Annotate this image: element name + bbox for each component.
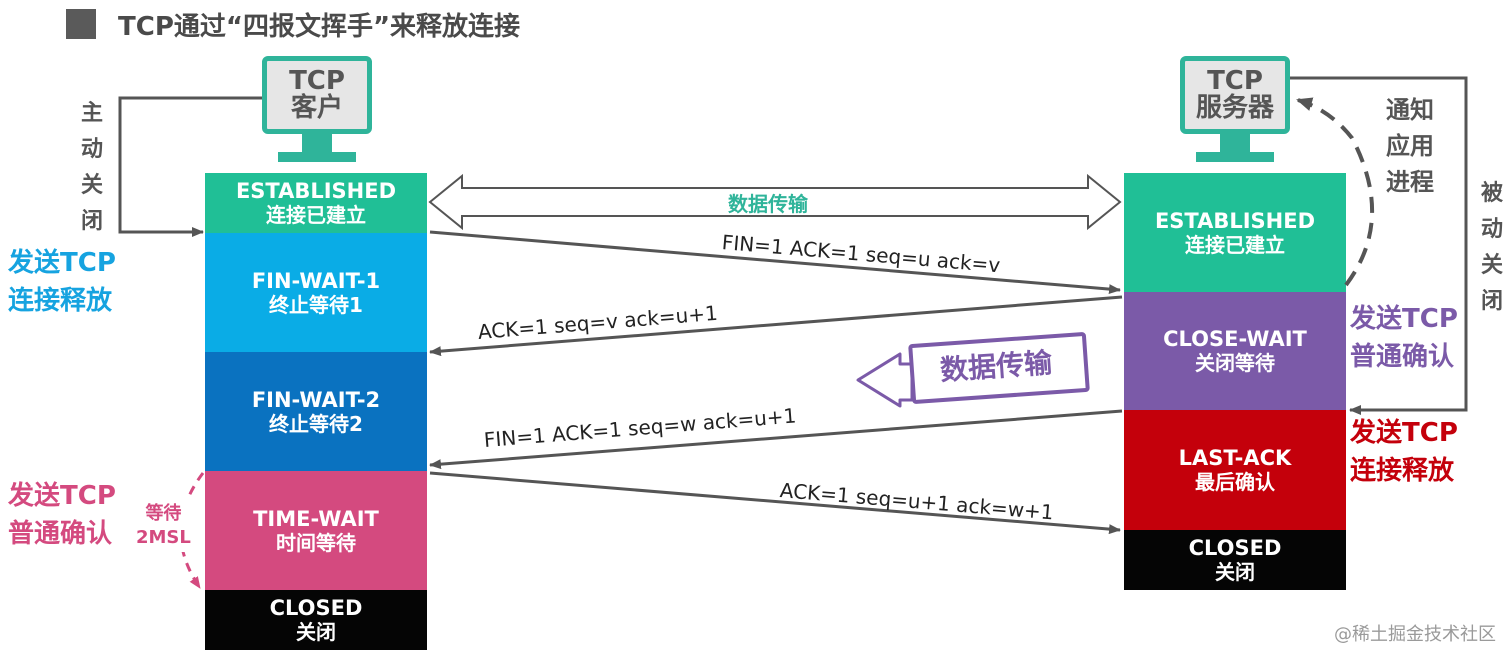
server-label-line1: TCP bbox=[1207, 66, 1263, 96]
data-transfer-label: 数据传输 bbox=[728, 192, 808, 216]
wait-2msl-line1: 等待 bbox=[145, 503, 182, 524]
server-state-close-wait-zh: 关闭等待 bbox=[1195, 351, 1275, 375]
active-close-label: 主动关闭 bbox=[80, 101, 103, 234]
server-send-fin-line2: 连接释放 bbox=[1350, 456, 1455, 486]
client-state-fin-wait-1: FIN-WAIT-1 终止等待1 bbox=[205, 233, 427, 352]
wait-2msl-line2: 2MSL bbox=[136, 527, 191, 548]
title-text: TCP通过“四报文挥手”来释放连接 bbox=[118, 11, 521, 42]
client-state-established-zh: 连接已建立 bbox=[266, 203, 366, 227]
server-send-ack-label: 发送TCP 普通确认 bbox=[1350, 300, 1458, 376]
server-send-ack-line2: 普通确认 bbox=[1350, 342, 1455, 372]
notify-app-line3: 进程 bbox=[1386, 168, 1434, 196]
data-transfer-box-label: 数据传输 bbox=[939, 346, 1054, 387]
client-state-fin-wait-1-en: FIN-WAIT-1 bbox=[251, 268, 381, 293]
message-label-fin1: FIN=1 ACK=1 seq=u ack=v bbox=[720, 230, 1002, 278]
client-monitor: TCP 客户 bbox=[262, 56, 372, 134]
server-state-last-ack-en: LAST-ACK bbox=[1178, 446, 1292, 470]
client-state-fin-wait-2-zh: 终止等待2 bbox=[269, 411, 363, 436]
client-state-closed-zh: 关闭 bbox=[296, 620, 336, 644]
server-state-last-ack: LAST-ACK 最后确认 bbox=[1124, 410, 1346, 530]
client-state-established: ESTABLISHED 连接已建立 bbox=[205, 173, 427, 233]
client-state-fin-wait-2: FIN-WAIT-2 终止等待2 bbox=[205, 352, 427, 471]
server-state-established-en: ESTABLISHED bbox=[1154, 208, 1316, 233]
server-state-closed: CLOSED 关闭 bbox=[1124, 530, 1346, 590]
client-send-ack-label: 发送TCP 普通确认 bbox=[8, 477, 116, 553]
server-label-line2: 服务器 bbox=[1195, 93, 1274, 123]
client-send-fin-label: 发送TCP 连接释放 bbox=[8, 244, 116, 320]
client-label-line2: 客户 bbox=[290, 93, 343, 123]
client-state-fin-wait-1-zh: 终止等待1 bbox=[269, 292, 363, 317]
client-state-time-wait-zh: 时间等待 bbox=[276, 530, 356, 555]
slide-title: TCP通过“四报文挥手”来释放连接 bbox=[66, 6, 520, 42]
server-state-close-wait-en: CLOSE-WAIT bbox=[1163, 327, 1307, 351]
title-bullet bbox=[66, 9, 96, 39]
server-state-closed-zh: 关闭 bbox=[1215, 560, 1255, 584]
message-label-ack1: ACK=1 seq=v ack=u+1 bbox=[477, 300, 719, 344]
server-state-close-wait: CLOSE-WAIT 关闭等待 bbox=[1124, 292, 1346, 410]
server-state-closed-en: CLOSED bbox=[1188, 536, 1282, 560]
client-state-closed-en: CLOSED bbox=[269, 596, 363, 620]
client-state-fin-wait-2-en: FIN-WAIT-2 bbox=[251, 387, 381, 412]
server-send-fin-label: 发送TCP 连接释放 bbox=[1350, 414, 1458, 490]
client-monitor-base bbox=[278, 152, 356, 162]
server-monitor-base bbox=[1196, 152, 1274, 162]
server-send-fin-line1: 发送TCP bbox=[1350, 418, 1458, 448]
client-send-ack-line2: 普通确认 bbox=[8, 519, 113, 549]
message-label-ack2: ACK=1 seq=u+1 ack=w+1 bbox=[779, 478, 1055, 525]
client-state-time-wait-en: TIME-WAIT bbox=[253, 506, 379, 531]
watermark: @稀土掘金技术社区 bbox=[1334, 624, 1496, 645]
notify-app-line1: 通知 bbox=[1386, 96, 1434, 124]
client-send-fin-line2: 连接释放 bbox=[8, 286, 113, 316]
server-state-last-ack-zh: 最后确认 bbox=[1195, 470, 1275, 494]
server-computer-icon: TCP 服务器 bbox=[1180, 56, 1290, 168]
passive-close-label: 被动关闭 bbox=[1480, 181, 1503, 314]
client-monitor-neck bbox=[302, 134, 332, 154]
client-send-fin-line1: 发送TCP bbox=[8, 248, 116, 278]
notify-app-line2: 应用 bbox=[1386, 132, 1434, 160]
server-monitor-neck bbox=[1220, 134, 1250, 154]
server-send-ack-line1: 发送TCP bbox=[1350, 304, 1458, 334]
wait-2msl-label: 等待 2MSL bbox=[134, 500, 193, 552]
message-label-fin2: FIN=1 ACK=1 seq=w ack=u+1 bbox=[483, 403, 798, 452]
server-state-established-zh: 连接已建立 bbox=[1185, 232, 1285, 257]
data-transfer-block-arrow bbox=[856, 352, 914, 408]
client-label-line1: TCP bbox=[289, 66, 345, 96]
client-state-established-en: ESTABLISHED bbox=[235, 179, 397, 203]
server-monitor: TCP 服务器 bbox=[1180, 56, 1290, 134]
client-state-time-wait: TIME-WAIT 时间等待 bbox=[205, 471, 427, 590]
client-computer-icon: TCP 客户 bbox=[262, 56, 372, 168]
client-state-closed: CLOSED 关闭 bbox=[205, 590, 427, 650]
client-send-ack-line1: 发送TCP bbox=[8, 481, 116, 511]
server-state-established: ESTABLISHED 连接已建立 bbox=[1124, 173, 1346, 292]
notify-app-label: 通知 应用 进程 bbox=[1386, 92, 1434, 200]
